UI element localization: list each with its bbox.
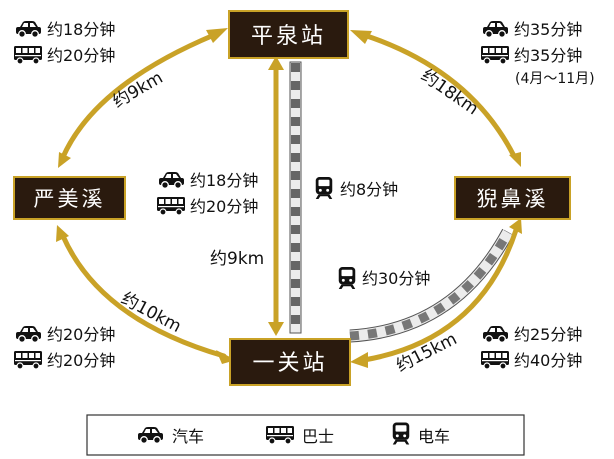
svg-text:猊鼻溪: 猊鼻溪 <box>477 187 549 211</box>
time-hira-gei-car: 约35分钟 <box>514 20 582 39</box>
time-gei-ichi-train: 约30分钟 <box>362 269 430 288</box>
station-ichinoseki[interactable]: 一关站 <box>229 338 351 386</box>
time-hira-gen-bus: 约20分钟 <box>47 46 115 65</box>
time-hira-gen-car: 约18分钟 <box>47 20 115 39</box>
car-icon <box>158 171 185 189</box>
train-icon <box>315 177 333 199</box>
car-icon <box>15 325 42 343</box>
distance-hira-gei: 约18km <box>417 66 482 120</box>
time-hira-gei-bus: 约35分钟 <box>514 46 582 65</box>
svg-text:一关站: 一关站 <box>252 351 327 376</box>
legend-car-label: 汽车 <box>172 427 204 446</box>
time-gei-ichi-bus: 约40分钟 <box>514 351 582 370</box>
arrow-geibikei-ichinoseki <box>361 227 519 363</box>
time-hira-ichi-train: 约8分钟 <box>340 180 398 199</box>
bus-icon <box>13 45 43 65</box>
car-icon <box>482 325 509 343</box>
arrow-hiraizumi-geibikei <box>361 32 517 159</box>
svg-text:平泉站: 平泉站 <box>251 24 326 49</box>
arrow-hiraizumi-genbikei <box>60 32 217 160</box>
railway-geibikei-ichinoseki <box>349 228 514 343</box>
arrow-genbikei-ichinoseki <box>60 233 227 359</box>
distance-gei-ichi: 约15km <box>393 329 460 376</box>
legend: 汽车 巴士 电车 <box>86 414 525 456</box>
bus-icon <box>13 350 43 370</box>
station-genbikei[interactable]: 严美溪 <box>13 176 126 220</box>
train-icon <box>338 267 356 289</box>
time-gei-ichi-car: 约25分钟 <box>514 325 582 344</box>
bus-icon <box>480 45 510 65</box>
legend-bus-label: 巴士 <box>302 427 334 446</box>
time-gen-ichi-car: 约20分钟 <box>47 325 115 344</box>
svg-text:严美溪: 严美溪 <box>34 187 106 211</box>
time-hira-gei-note: (4月～11月) <box>515 71 595 87</box>
time-gen-ichi-bus: 约20分钟 <box>47 351 115 370</box>
station-geibikei[interactable]: 猊鼻溪 <box>454 176 571 220</box>
time-hira-ichi-car: 约18分钟 <box>190 171 258 190</box>
bus-icon <box>480 350 510 370</box>
station-hiraizumi[interactable]: 平泉站 <box>228 10 349 59</box>
bus-icon <box>156 196 186 216</box>
legend-train-label: 电车 <box>418 427 450 446</box>
distance-hira-ichi: 约9km <box>210 249 264 269</box>
train-icon <box>392 422 410 445</box>
car-icon <box>15 20 42 38</box>
railway-hiraizumi-ichinoseki <box>289 61 302 334</box>
time-hira-ichi-bus: 约20分钟 <box>190 197 258 216</box>
car-icon <box>482 20 509 38</box>
